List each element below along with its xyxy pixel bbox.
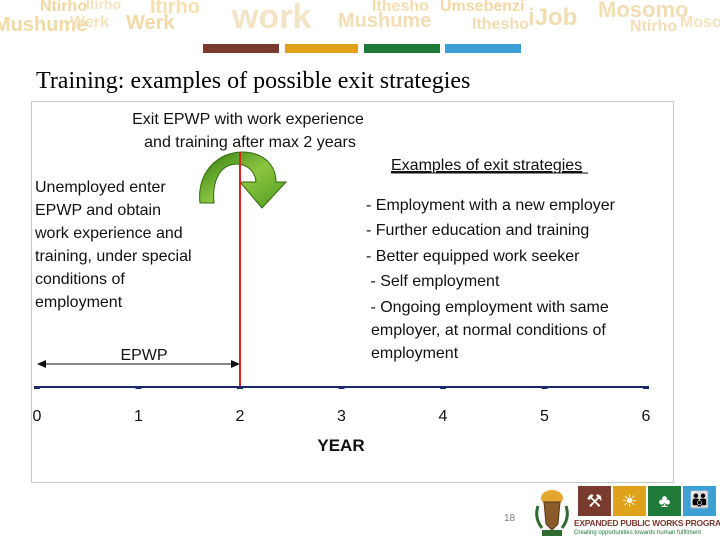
example-item: - Ongoing employment with same [366, 299, 609, 316]
axis-tick-label: 4 [439, 408, 448, 425]
color-bar-gold [285, 44, 358, 53]
exit-label-line-1: Exit EPWP with work experience [132, 111, 364, 128]
example-item-cont: employment [371, 345, 459, 362]
programme-name: EXPANDED PUBLIC WORKS PROGRAMME [574, 518, 720, 528]
examples-list: - Employment with a new employer - Furth… [366, 197, 616, 362]
color-bar-brown [203, 44, 279, 53]
banner-word: Itirho [86, 0, 121, 12]
color-bar-green [364, 44, 440, 53]
slide-title: Training: examples of possible exit stra… [36, 68, 471, 94]
banner-word: Ntirho [40, 0, 88, 15]
banner-word: Mosomo [680, 14, 720, 31]
banner-word: Ithesho [472, 16, 529, 33]
example-item-cont: employer, at normal conditions of [371, 322, 606, 339]
diagram-panel [31, 101, 674, 483]
programme-icons: ⚒ ☀ ♣ 👪 [578, 486, 718, 516]
example-item: - Better equipped work seeker [366, 248, 580, 265]
axis-tick-label: 6 [642, 408, 651, 425]
epwp-span-arrow [37, 360, 240, 368]
programme-tagline: Creating opportunities towards human ful… [574, 530, 702, 536]
banner-word: Mosomo [598, 0, 689, 22]
exit-label-line-2: and training after max 2 years [144, 134, 356, 151]
example-item: - Employment with a new employer [366, 197, 616, 214]
left-text-line: conditions of [35, 271, 125, 288]
axis-tick-label: 2 [236, 408, 245, 425]
axis-tick-mark [34, 386, 40, 389]
left-text-line: work experience and [34, 225, 183, 242]
examples-title: Examples of exit strategies [391, 157, 582, 174]
sun-icon: ☀ [613, 486, 646, 516]
banner-word: Mushume [0, 14, 88, 36]
banner-word: Ntirho [630, 18, 678, 35]
axis-tick-label: 3 [337, 408, 346, 425]
left-text-line: Unemployed enter [35, 179, 166, 196]
axis-tick-mark [338, 386, 345, 389]
example-item: - Further education and training [366, 222, 589, 239]
axis-tick-label: 5 [540, 408, 549, 425]
example-item: - Self employment [366, 273, 500, 290]
year-axis-ticks: 0 1 2 3 4 5 6 [33, 386, 651, 425]
page-number: 18 [504, 513, 516, 524]
axis-tick-mark [440, 386, 446, 389]
axis-tick-mark [135, 386, 142, 389]
people-icon: 👪 [683, 486, 716, 516]
banner-word: Itirho [150, 0, 200, 18]
header-banner: Ntirho Itirho Werk work Mushume Umsebenz… [0, 0, 720, 38]
axis-tick-label: 0 [33, 408, 42, 425]
coat-of-arms-icon [535, 490, 569, 536]
tools-icon: ⚒ [578, 486, 611, 516]
banner-word: Ithesho [372, 0, 429, 15]
banner-word: Werk [70, 14, 109, 31]
tree-icon: ♣ [648, 486, 681, 516]
left-text-line: employment [35, 294, 123, 311]
axis-tick-mark [541, 386, 548, 389]
banner-word: work [232, 0, 312, 36]
axis-tick-mark [237, 386, 243, 389]
axis-tick-label: 1 [134, 408, 143, 425]
left-text-line: EPWP and obtain [35, 202, 161, 219]
axis-title: YEAR [317, 436, 364, 455]
epwp-label: EPWP [120, 347, 167, 364]
footer-logos: ⚒ ☀ ♣ 👪 EXPANDED PUBLIC WORKS PROGRAMME … [530, 484, 720, 540]
axis-tick-mark [643, 386, 649, 389]
banner-word: Umsebenzi [440, 0, 525, 15]
exit-curve-arrow-icon [199, 151, 288, 209]
left-description: Unemployed enter EPWP and obtain work ex… [34, 179, 192, 311]
left-text-line: training, under special [35, 248, 192, 265]
color-bar-blue [445, 44, 521, 53]
banner-word: Werk [126, 12, 175, 34]
banner-word: Mushume [338, 10, 432, 32]
banner-word: iJob [528, 4, 578, 31]
